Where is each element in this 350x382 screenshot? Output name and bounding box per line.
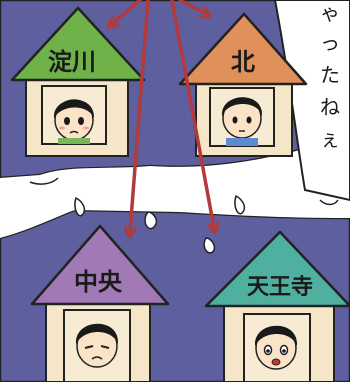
house-roof xyxy=(30,224,170,306)
speech-area xyxy=(273,0,350,202)
speech-char: ね xyxy=(320,95,340,119)
house-yodogawa: 淀川 xyxy=(10,6,146,157)
shirt xyxy=(58,138,90,144)
arrow-to-kita xyxy=(178,0,206,14)
speech-char: ぇ xyxy=(320,127,340,151)
house-tennoji: 天王寺 xyxy=(204,230,350,382)
shirt xyxy=(226,138,258,146)
arrow-to-yodogawa xyxy=(112,0,142,24)
house-label: 北 xyxy=(231,48,255,76)
house-roof xyxy=(10,6,146,82)
arrow-to-tennoji xyxy=(170,0,214,228)
house-label: 天王寺 xyxy=(247,275,313,300)
person-face xyxy=(254,325,298,370)
person-face xyxy=(53,99,95,141)
house-label: 淀川 xyxy=(48,48,96,76)
house-chuo: 中央 xyxy=(30,224,170,382)
speech-char: ゃ xyxy=(320,1,340,25)
person-face xyxy=(75,323,119,368)
speech-char: っ xyxy=(320,31,340,55)
motion-marks xyxy=(29,177,339,254)
panel-gap xyxy=(0,150,350,238)
house-roof xyxy=(204,230,350,308)
speech-char: た xyxy=(320,63,340,87)
house-label: 中央 xyxy=(74,268,123,296)
arrow-to-chuo xyxy=(130,0,150,232)
house-kita: 北 xyxy=(178,12,308,157)
house-roof xyxy=(178,12,308,86)
arrows xyxy=(112,0,214,232)
person-face xyxy=(221,97,263,139)
speech-text: ゃ っ た ね ぇ xyxy=(320,1,340,151)
